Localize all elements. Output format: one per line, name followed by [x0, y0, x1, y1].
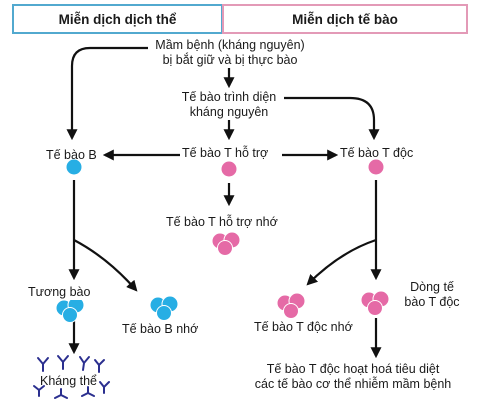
cytotoxic-t-clone-icon [360, 290, 390, 316]
memory-helper-t-label: Tế bào T hỗ trợ nhớ [166, 215, 278, 230]
memory-b-cell-label: Tế bào B nhớ [122, 322, 199, 337]
effect-label-line1: Tế bào T độc hoạt hoá tiêu diệt [266, 362, 440, 376]
plasma-cells-icon [55, 296, 85, 323]
b-cell-label: Tế bào B [46, 148, 97, 162]
cellular-immunity-header: Miễn dịch tế bào [222, 4, 468, 34]
antibodies-icon [33, 355, 110, 399]
arrow-cytotoxic-t-to-memory [306, 238, 377, 286]
antigen-label-line1: Mầm bệnh (kháng nguyên) [155, 38, 305, 52]
antibodies-label: Kháng thể [40, 374, 97, 388]
plasma-cell-label: Tương bào [28, 285, 91, 300]
antigen-label-line2: bị bắt giữ và bị thực bào [162, 53, 298, 67]
helper-t-cell-icon [221, 161, 237, 177]
memory-cytotoxic-t-cells-icon [276, 292, 306, 319]
antigen-label: Mầm bệnh (kháng nguyên) bị bắt giữ và bị… [142, 38, 318, 68]
apc-label-line2: kháng nguyên [189, 105, 269, 119]
apc-label: Tế bào trình diện kháng nguyên [174, 90, 284, 120]
memory-helper-t-cells-icon [211, 231, 241, 256]
arrow-antigen-to-b-cell [66, 46, 148, 141]
memory-b-cells-icon [149, 295, 179, 321]
arrow-apc-to-cytotoxic-t [276, 96, 380, 141]
b-cell-icon [66, 159, 82, 175]
apc-label-line1: Tế bào trình diện [181, 90, 277, 104]
memory-cytotoxic-t-label: Tế bào T độc nhớ [254, 320, 353, 335]
clone-label-line2: bào T độc [404, 295, 460, 309]
cytotoxic-t-cell-icon [368, 159, 384, 175]
effect-label-line2: các tế bào cơ thể nhiễm mầm bệnh [254, 377, 452, 391]
arrow-b-cell-to-memory-b [73, 239, 138, 292]
effect-label: Tế bào T độc hoạt hoá tiêu diệt các tế b… [242, 362, 464, 392]
humoral-immunity-header: Miễn dịch dịch thể [12, 4, 223, 34]
helper-t-cell-label: Tế bào T hỗ trợ [182, 146, 269, 161]
clone-label-line1: Dòng tế [410, 280, 454, 294]
cytotoxic-t-clone-label: Dòng tế bào T độc [396, 280, 468, 310]
cytotoxic-t-cell-label: Tế bào T độc [340, 146, 414, 160]
